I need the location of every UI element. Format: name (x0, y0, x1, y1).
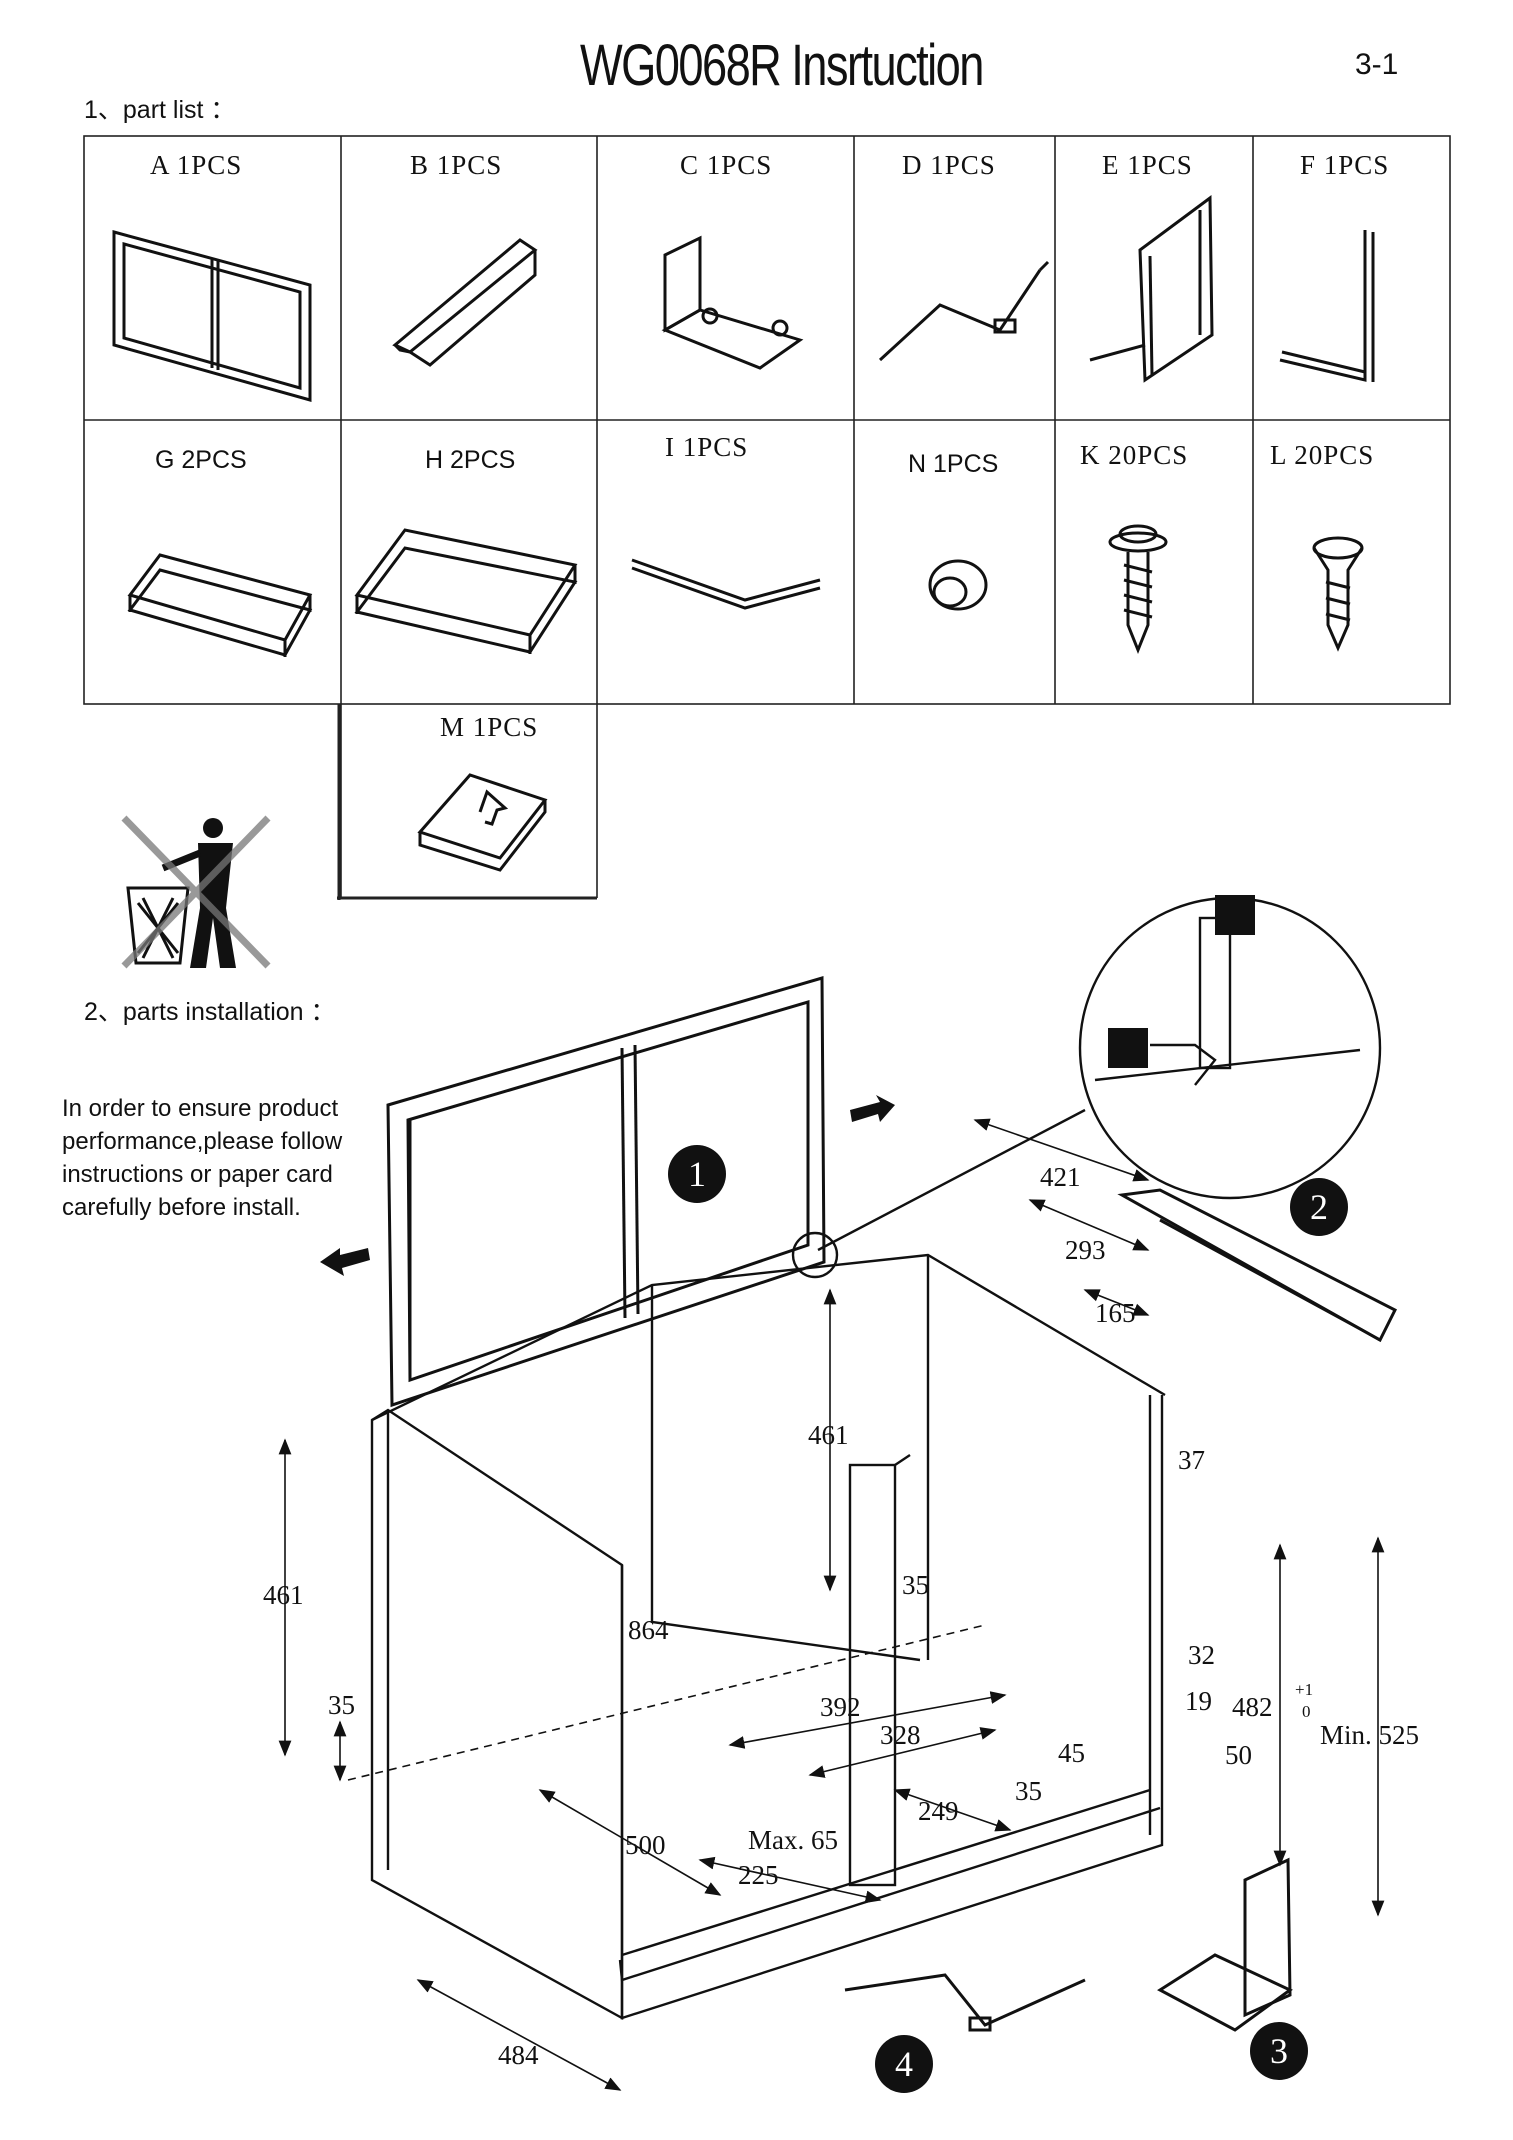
dim-249: 249 (918, 1796, 959, 1826)
dim-293: 293 (1065, 1235, 1106, 1265)
dim-421: 421 (1040, 1162, 1081, 1192)
dim-500: 500 (625, 1830, 666, 1860)
detail-magnifier (791, 896, 1382, 1279)
part-label-e: E 1PCS (1102, 150, 1193, 180)
no-trash-icon (121, 815, 271, 969)
page-number: 3-1 (1355, 48, 1399, 81)
step-3-marker: 3 (1250, 2022, 1308, 2080)
part-label-b: B 1PCS (410, 150, 503, 180)
frame-assembly (386, 976, 826, 1408)
part-a-frame (112, 230, 312, 402)
dim-35-mid: 35 (902, 1570, 929, 1600)
step-1-marker: 1 (668, 1145, 726, 1203)
page-title: WG0068R Insrtuction (580, 33, 984, 98)
part-label-d: D 1PCS (902, 150, 996, 180)
parts-table (83, 135, 1451, 900)
bracket-part-3 (1157, 1857, 1293, 2032)
part-label-a: A 1PCS (150, 150, 243, 180)
dim-37: 37 (1178, 1445, 1205, 1475)
part-f-bracket (1279, 230, 1375, 382)
part-k-screw (1108, 524, 1168, 655)
dim-32: 32 (1188, 1640, 1215, 1670)
part-label-m: M 1PCS (440, 712, 539, 742)
lock-icon (1108, 895, 1255, 1068)
step-4-marker: 4 (875, 2035, 933, 2093)
part-label-l: L 20PCS (1270, 440, 1375, 470)
part-label-c: C 1PCS (680, 150, 773, 180)
part-d-rod (878, 260, 1050, 362)
part-c-bracket (661, 235, 804, 370)
part-m-cap (417, 773, 548, 872)
dim-392: 392 (820, 1692, 861, 1722)
part-n-bushing (928, 559, 988, 611)
dim-35-left: 35 (328, 1690, 355, 1720)
dim-461-left: 461 (263, 1580, 304, 1610)
part-g-basket (127, 553, 313, 657)
dim-484: 484 (498, 2040, 539, 2070)
part-label-h: H 2PCS (425, 446, 516, 474)
cabinet (370, 1253, 1166, 2021)
dim-864: 864 (628, 1615, 669, 1645)
dim-19: 19 (1185, 1686, 1212, 1716)
dim-328: 328 (880, 1720, 921, 1750)
dim-50: 50 (1225, 1740, 1252, 1770)
step-2-marker: 2 (1290, 1178, 1348, 1236)
part-b-rail (392, 238, 538, 367)
part-label-g: G 2PCS (155, 446, 247, 474)
dim-min-525: Min. 525 (1320, 1720, 1420, 1750)
dim-461-mid: 461 (808, 1420, 849, 1450)
installation-heading: 2、parts installation ： (84, 998, 336, 1026)
part-i-bar (631, 558, 821, 610)
dim-482: 482 (1232, 1692, 1273, 1722)
dim-225: 225 (738, 1860, 779, 1890)
part-label-k: K 20PCS (1080, 440, 1189, 470)
dim-165: 165 (1095, 1298, 1136, 1328)
part-l-screw (1312, 536, 1364, 652)
part-list-heading: 1、part list ： (84, 96, 236, 124)
dim-482-tol-zero: 0 (1302, 1702, 1311, 1721)
rail-part-2 (1117, 1188, 1398, 1343)
part-e-pullout (1089, 195, 1214, 383)
part-label-n: N 1PCS (908, 450, 999, 478)
part-label-f: F 1PCS (1300, 150, 1390, 180)
dim-max-65: Max. 65 (748, 1825, 838, 1855)
rod-part-4 (844, 1973, 1086, 2032)
dim-45: 45 (1058, 1738, 1085, 1768)
part-h-basket (354, 528, 578, 654)
dim-35-right: 35 (1015, 1776, 1042, 1806)
dim-482-tol-plus: +1 (1295, 1680, 1314, 1699)
installation-note: In order to ensure product performance,p… (62, 1095, 343, 1221)
part-label-i: I 1PCS (665, 432, 749, 462)
